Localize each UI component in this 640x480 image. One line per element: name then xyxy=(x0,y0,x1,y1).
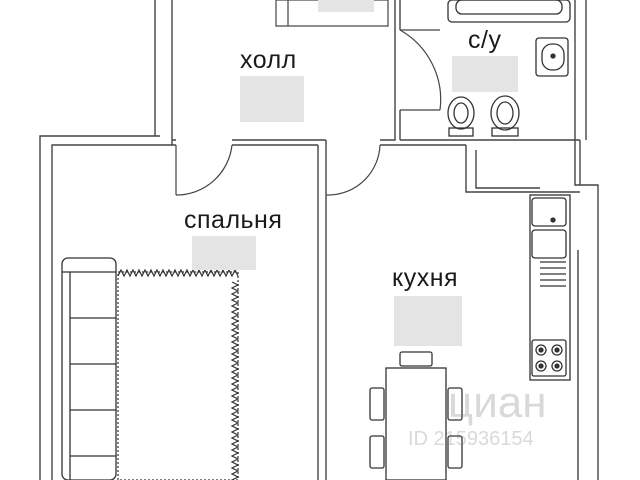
bidet xyxy=(447,96,475,130)
kitchen-area-placeholder xyxy=(394,296,462,346)
kitchen-sink-2 xyxy=(531,229,567,259)
kitchen-sink-1 xyxy=(531,197,567,227)
room-label-hall: холл xyxy=(240,46,297,74)
stove xyxy=(531,339,567,377)
kitchen-counter xyxy=(529,194,571,381)
room-label-bathroom: с/у xyxy=(468,26,502,54)
bathroom-area-placeholder xyxy=(452,56,518,92)
room-label-bedroom: спальня xyxy=(184,206,283,234)
wall-bedroom-left xyxy=(39,135,160,480)
niche xyxy=(465,145,580,193)
chair-top xyxy=(399,351,433,367)
door-bathroom-arc xyxy=(399,29,442,111)
wall-bedroom-left-inner xyxy=(51,144,172,480)
door-bedroom-arc xyxy=(175,144,233,196)
room-label-kitchen: кухня xyxy=(392,264,459,292)
hall-area-placeholder xyxy=(240,76,304,122)
rug-fringe-right xyxy=(230,281,240,480)
drainboard xyxy=(540,261,566,287)
door-kitchen-arc xyxy=(329,144,381,196)
toilet xyxy=(490,95,520,131)
niche-2 xyxy=(475,150,540,189)
chair-right-1 xyxy=(447,387,463,421)
chair-left-2 xyxy=(369,435,385,469)
watermark-brand: циан xyxy=(448,378,547,427)
bathroom-sink-bowl xyxy=(541,43,565,71)
bathtub-inner xyxy=(455,0,563,15)
closet-area-placeholder xyxy=(318,0,374,12)
dining-table xyxy=(385,367,447,480)
bathtub xyxy=(447,0,571,23)
chair-right-2 xyxy=(447,435,463,469)
top-closet xyxy=(275,0,389,27)
bed-frame xyxy=(61,257,117,480)
chair-left-1 xyxy=(369,387,385,421)
rug xyxy=(117,271,239,480)
wall-right-outer xyxy=(574,0,599,480)
watermark-id: ID 215936154 xyxy=(408,428,534,450)
wall-hall-kitchen xyxy=(380,0,396,141)
bedroom-area-placeholder xyxy=(192,236,256,270)
bathroom-sink xyxy=(535,37,569,77)
rug-fringe-top xyxy=(117,268,239,278)
